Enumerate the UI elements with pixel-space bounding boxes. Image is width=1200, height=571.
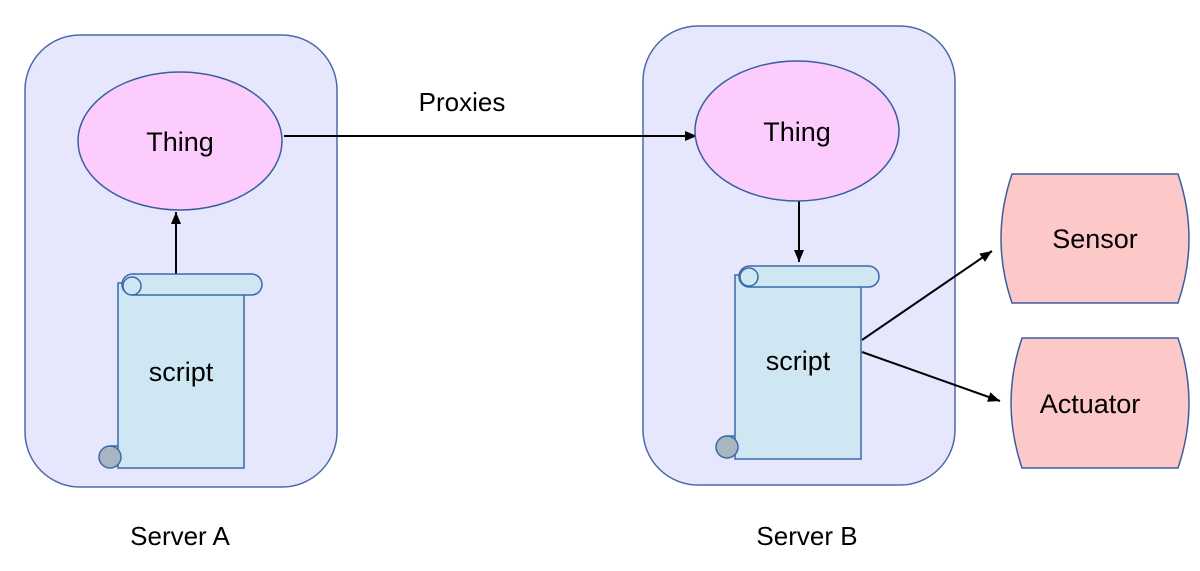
sensor-node: Sensor	[1000, 173, 1190, 304]
server-b-script-label: script	[766, 346, 831, 376]
scroll-icon	[715, 265, 880, 460]
edge-label-proxies: Proxies	[419, 87, 506, 117]
sensor-label: Sensor	[1052, 224, 1138, 254]
server-a-thing-label: Thing	[146, 127, 214, 157]
cylinder-icon	[1010, 337, 1190, 469]
server-a-script-node: script	[98, 273, 263, 469]
server-a-thing-node	[77, 71, 283, 211]
server-b-thing-label: Thing	[763, 117, 831, 147]
actuator-label: Actuator	[1040, 389, 1141, 419]
cylinder-icon	[1000, 173, 1190, 304]
edge-script-b-to-sensor	[861, 250, 993, 341]
server-a-script-label: script	[149, 357, 214, 387]
server-b-label: Server B	[756, 521, 857, 551]
server-b-thing-node	[694, 60, 900, 202]
server-a-label: Server A	[130, 521, 230, 551]
edge-script-b-to-actuator	[861, 351, 1001, 402]
actuator-node: Actuator	[1010, 337, 1190, 469]
scroll-icon	[98, 273, 263, 469]
server-b-script-node: script	[715, 265, 880, 460]
